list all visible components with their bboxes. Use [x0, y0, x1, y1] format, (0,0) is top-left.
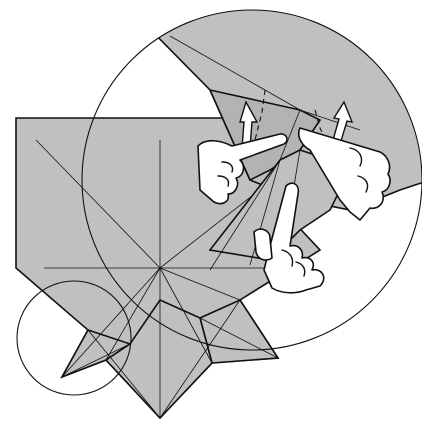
thumb — [254, 229, 272, 260]
